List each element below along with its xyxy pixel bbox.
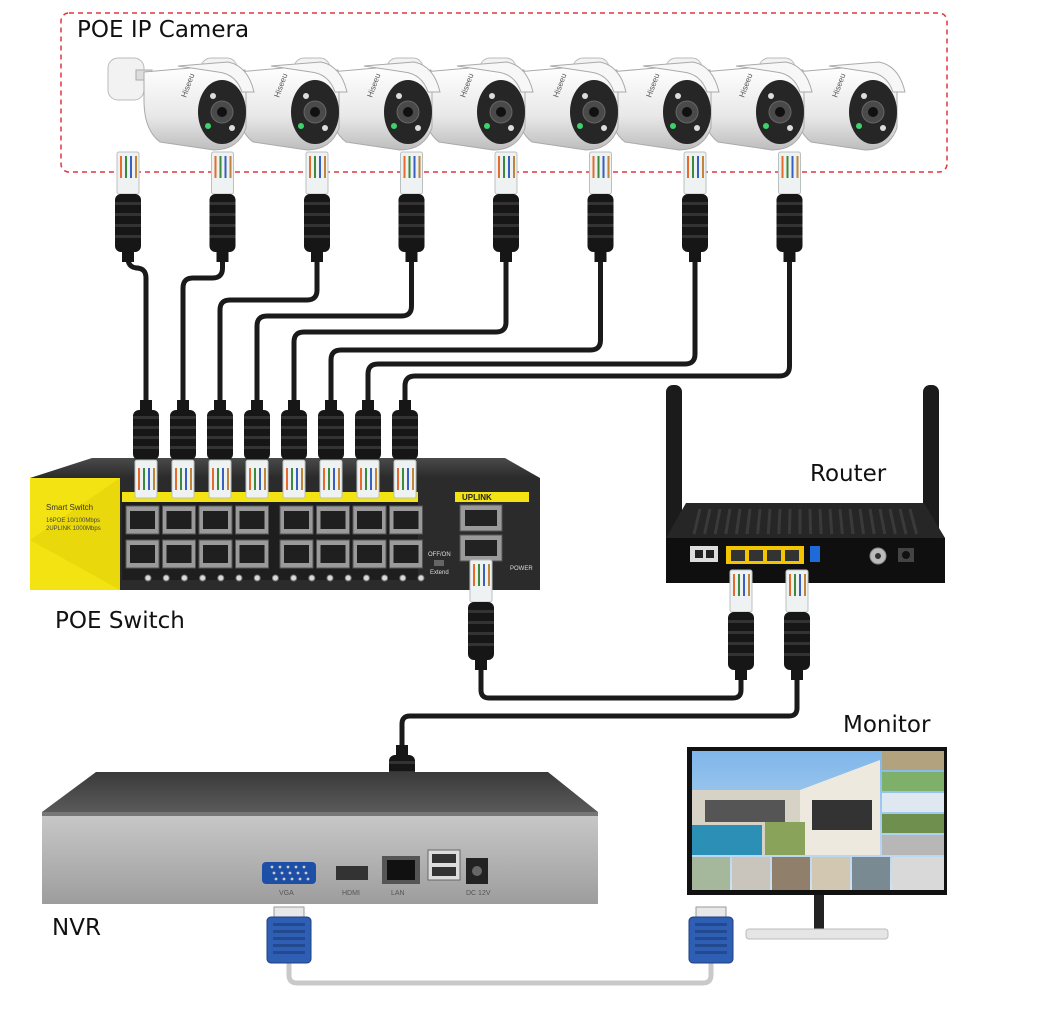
label-monitor: Monitor bbox=[843, 712, 931, 738]
switch-led bbox=[344, 574, 352, 582]
switch-toggle-label: OFF/ON bbox=[428, 552, 451, 558]
switch-led bbox=[199, 574, 207, 582]
router-antenna-left bbox=[666, 385, 682, 550]
ethernet-cable bbox=[291, 255, 509, 405]
camera-cables bbox=[125, 255, 792, 405]
monitor bbox=[687, 747, 947, 940]
switch-title: Smart Switch bbox=[46, 503, 93, 512]
camera-cable-connector bbox=[682, 151, 708, 262]
vga-connector bbox=[688, 906, 734, 964]
switch-led bbox=[308, 574, 316, 582]
lan-label: LAN bbox=[391, 890, 405, 897]
switch-led bbox=[417, 574, 425, 582]
switch-port-connector bbox=[318, 400, 344, 499]
monitor-base bbox=[745, 928, 889, 940]
camera-cable-connector bbox=[493, 151, 519, 262]
switch-led bbox=[290, 574, 298, 582]
ip-camera: Hiseeu bbox=[479, 57, 627, 151]
nvr-hdmi-port bbox=[336, 866, 368, 880]
lan-cables bbox=[399, 657, 800, 751]
switch-led bbox=[162, 574, 170, 582]
camera-cable-connector bbox=[587, 151, 614, 262]
lan-connectors bbox=[389, 559, 810, 844]
switch-led bbox=[362, 574, 370, 582]
switch-led bbox=[326, 574, 334, 582]
router-lan-connector bbox=[728, 569, 754, 680]
switch-port-grid bbox=[125, 505, 423, 569]
switch-power-label: POWER bbox=[510, 566, 533, 572]
label-nvr: NVR bbox=[52, 915, 101, 941]
switch-port-connector bbox=[133, 400, 159, 499]
camera-cable-connector bbox=[304, 151, 330, 262]
switch-port-connector bbox=[355, 400, 381, 499]
switch-led bbox=[399, 574, 407, 582]
switch-extend-label: Extend bbox=[430, 570, 449, 576]
camera-row: HiseeuHiseeuHiseeuHiseeuHiseeuHiseeuHise… bbox=[107, 57, 906, 151]
switch-led bbox=[253, 574, 261, 582]
camera-cable-connector bbox=[115, 151, 141, 262]
ethernet-cable bbox=[217, 255, 320, 405]
label-switch: POE Switch bbox=[55, 608, 185, 634]
vga-label: VGA bbox=[279, 890, 294, 897]
switch-led bbox=[235, 574, 243, 582]
router bbox=[666, 385, 945, 583]
vga-connector bbox=[266, 906, 312, 964]
label-cameras: POE IP Camera bbox=[77, 17, 249, 43]
switch-spec-2: 2UPLINK 1000Mbps bbox=[46, 526, 101, 532]
camera-cable-connector bbox=[776, 151, 803, 262]
vga-cable bbox=[266, 906, 734, 986]
ip-camera: Hiseeu bbox=[107, 57, 255, 151]
switch-led bbox=[217, 574, 225, 582]
switch-side-connectors bbox=[133, 400, 418, 499]
router-usb-port bbox=[810, 546, 820, 562]
switch-toggle bbox=[434, 560, 444, 566]
switch-port-connector bbox=[281, 400, 307, 499]
camera-cable-connector bbox=[209, 151, 236, 262]
ethernet-cable bbox=[180, 255, 225, 405]
switch-led bbox=[271, 574, 279, 582]
nvr: VGA HDMI LAN DC 12V bbox=[42, 772, 598, 904]
switch-port-connector bbox=[244, 400, 270, 499]
switch-spec-1: 16POE 10/100Mbps bbox=[46, 518, 100, 524]
uplink-connector bbox=[468, 559, 494, 670]
switch-port-connector bbox=[392, 400, 418, 499]
hdmi-label: HDMI bbox=[342, 890, 360, 897]
ethernet-cable bbox=[328, 255, 603, 405]
monitor-stand bbox=[814, 895, 824, 931]
ip-camera: Hiseeu bbox=[758, 57, 906, 151]
switch-port-connector bbox=[207, 400, 233, 499]
switch-led bbox=[381, 574, 389, 582]
switch-port-connector bbox=[170, 400, 196, 499]
ethernet-cable bbox=[254, 255, 414, 405]
uplink-label: UPLINK bbox=[462, 493, 492, 502]
switch-led bbox=[180, 574, 188, 582]
switch-led bbox=[144, 574, 152, 582]
dc-label: DC 12V bbox=[466, 890, 491, 897]
label-router: Router bbox=[810, 461, 887, 487]
router-lan-connector bbox=[784, 569, 810, 680]
camera-side-connectors bbox=[115, 151, 803, 262]
ethernet-cable bbox=[402, 255, 792, 405]
switch-leds bbox=[144, 574, 425, 582]
poe-switch: Smart Switch 16POE 10/100Mbps 2UPLINK 10… bbox=[30, 458, 540, 590]
camera-cable-connector bbox=[398, 151, 425, 262]
router-lan-ports bbox=[726, 546, 804, 564]
ethernet-cable bbox=[125, 255, 149, 405]
ethernet-cable bbox=[365, 255, 698, 405]
camera-group-box bbox=[60, 12, 948, 173]
